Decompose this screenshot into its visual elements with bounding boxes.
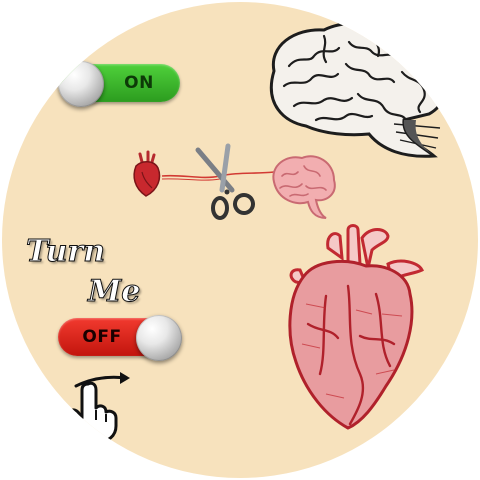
swipe-arrow-icon (74, 372, 130, 388)
small-heart-icon (133, 150, 161, 197)
toggle-knob[interactable] (58, 61, 104, 107)
caption-me: Me (87, 274, 141, 310)
off-toggle-switch[interactable]: OFF (58, 315, 182, 361)
toggle-on-label: ON (124, 73, 154, 93)
toggle-off-label: OFF (82, 327, 122, 347)
small-brain-icon (272, 155, 336, 219)
brain-illustration (269, 21, 450, 158)
toggle-knob[interactable] (136, 315, 182, 361)
heart-illustration (288, 224, 425, 430)
pointing-hand-icon (68, 381, 118, 444)
caption-turn: Turn (26, 234, 106, 270)
on-toggle-switch[interactable]: ON (58, 61, 180, 107)
scissors-icon (195, 143, 255, 220)
